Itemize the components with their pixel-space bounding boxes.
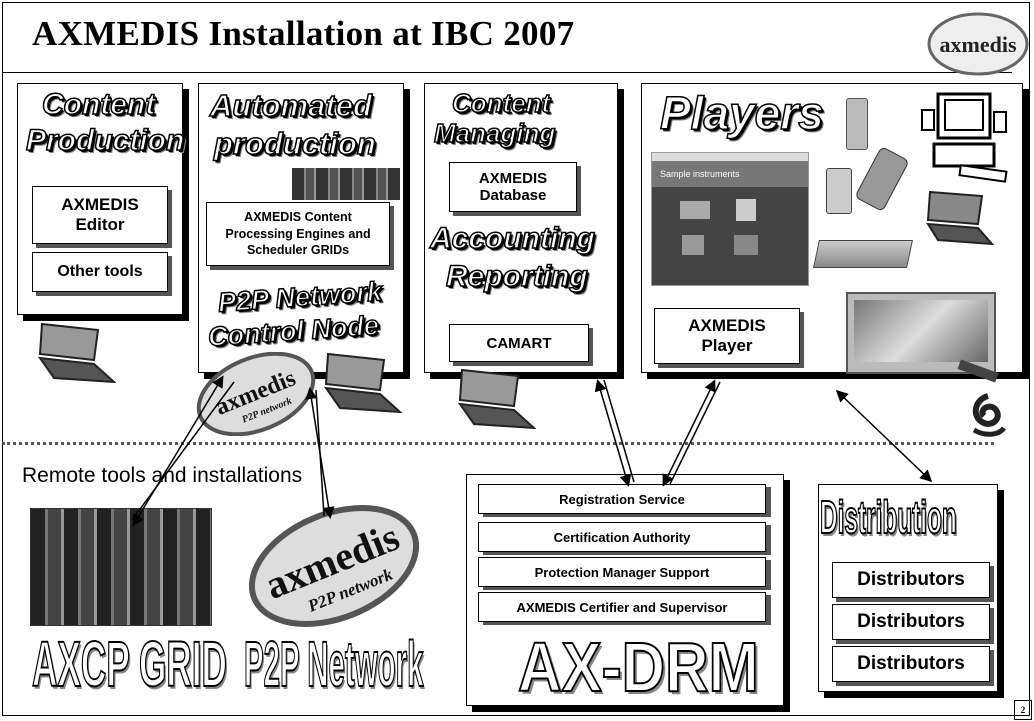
distribution-heading: Distribution [819,491,957,543]
automated-production-heading-2: production [213,126,376,161]
content-managing-heading-2: Managing [433,118,556,148]
distributor-box: Distributors [832,604,990,640]
content-production-heading-1: Content [41,88,156,121]
phone-icon [826,168,852,214]
title-divider [2,72,1012,73]
laptop-icon [456,368,536,432]
player-thumbnail [680,201,710,219]
content-managing-heading-1: Content [451,88,551,118]
ax-drm-label: AX-DRM [517,628,759,706]
protection-manager-support-box: Protection Manager Support [478,557,766,587]
automated-production-heading-1: Automated [209,88,372,123]
player-thumbnail [734,235,758,255]
section-divider [2,442,994,445]
p2p-network-logo: axmedis P2P network [242,500,426,632]
certifier-supervisor-box: AXMEDIS Certifier and Supervisor [478,592,766,622]
camart-box: CAMART [449,324,589,362]
axmedis-editor-box: AXMEDIS Editor [32,186,168,244]
set-top-box-icon [813,240,913,268]
player-thumbnail [682,235,704,255]
laptop-icon [36,322,116,386]
axmedis-player-box: AXMEDIS Player [654,308,800,364]
axcp-grid-label: AXCP GRID [31,628,227,700]
tv-screen-content [854,300,988,362]
remote-tools-label: Remote tools and installations [22,464,303,487]
laptop-icon [924,190,994,248]
certification-authority-box: Certification Authority [478,522,766,552]
content-processing-engines-box: AXMEDIS Content Processing Engines and S… [206,202,390,266]
axmedis-logo: axmedis [926,10,1030,78]
tv-screen-icon [846,292,996,374]
logo-text: axmedis [940,32,1017,57]
page-number: 2 [1014,700,1032,720]
players-heading: Players [659,87,824,139]
content-production-heading-2: Production [25,124,185,157]
player-screenshot-header: Sample instruments [652,161,808,187]
accounting-heading-2: Reporting [445,260,588,293]
distributor-box: Distributors [832,562,990,598]
accounting-heading-1: Accounting [429,222,596,255]
desktop-computer-icon [920,88,1010,184]
page-title: AXMEDIS Installation at IBC 2007 [32,14,575,53]
player-screenshot: Sample instruments [651,152,809,286]
axmedis-database-box: AXMEDIS Database [449,162,577,212]
p2p-network-logo-small: axmedis P2P network [192,352,320,436]
player-thumbnail [736,199,756,221]
registration-service-box: Registration Service [478,484,766,514]
distributor-box: Distributors [832,646,990,682]
laptop-icon [322,352,402,416]
pda-icon [846,98,868,150]
swirl-logo [968,392,1008,438]
grid-servers-image [30,508,212,626]
player-screenshot-titlebar [652,153,808,161]
p2p-network-label: P2P Network [244,628,424,700]
server-rack-image [292,168,400,200]
other-tools-box: Other tools [32,252,168,292]
